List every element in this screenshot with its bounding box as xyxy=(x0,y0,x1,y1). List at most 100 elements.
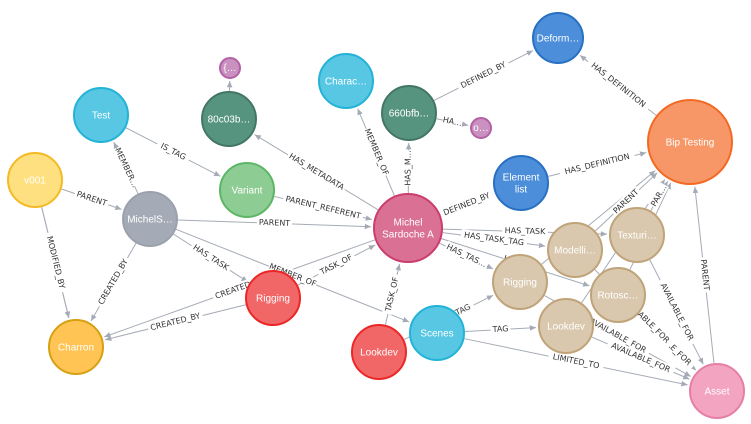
node-circle[interactable] xyxy=(547,222,603,278)
node-variant-variant[interactable]: Variant xyxy=(219,162,275,218)
edge-label-background xyxy=(490,323,511,335)
node-scenes-category[interactable]: Scenes xyxy=(409,305,465,361)
edge-label-text: CREATED_BY xyxy=(96,257,129,306)
node-bip-testing-project[interactable]: Bip Testing xyxy=(647,99,733,185)
node-circle[interactable] xyxy=(689,363,745,419)
edge-label-background xyxy=(189,240,234,274)
node-label: Rigging xyxy=(503,278,537,289)
node-test-category[interactable]: Test xyxy=(73,87,129,143)
node-michels-user[interactable]: MichelS… xyxy=(122,191,178,247)
node-rotosc-task[interactable]: Rotosc… xyxy=(590,267,646,323)
node-label: list xyxy=(515,185,527,196)
edge-label-background xyxy=(402,150,413,186)
node-circle[interactable] xyxy=(318,53,374,109)
edge-label-background xyxy=(502,224,548,237)
edge-label-background xyxy=(441,114,464,128)
node-circle[interactable] xyxy=(219,162,275,218)
edge-label-background xyxy=(698,256,713,293)
node-80c03b-metadata[interactable]: 80c03b… xyxy=(201,91,257,147)
edge-label-e10: MEMBER… xyxy=(113,146,140,189)
edge-label-background xyxy=(362,126,392,178)
node-charron-user[interactable]: Charron xyxy=(48,319,104,375)
node-o-tag[interactable]: o… xyxy=(470,117,492,139)
edge-label-text: PARENT xyxy=(259,218,291,228)
node-circle[interactable] xyxy=(48,319,104,375)
edge-label-background xyxy=(558,149,636,178)
node-circle[interactable] xyxy=(381,85,437,141)
edge-label-e9: HAS_DEFINITION xyxy=(558,149,636,178)
edge-label-e5: HAS_METADATA xyxy=(285,149,348,193)
node-label: Modelli… xyxy=(554,246,596,257)
node-660bfb-metadata[interactable]: 660bfb… xyxy=(381,85,437,141)
node-circle[interactable] xyxy=(122,191,178,247)
node-circle[interactable] xyxy=(373,193,443,263)
node-asset-category[interactable]: Asset xyxy=(689,363,745,419)
edge-label-text: HAS_TASK xyxy=(191,243,231,273)
node-circle[interactable] xyxy=(201,91,257,147)
node-label: Scenes xyxy=(420,329,453,340)
edge-label-background xyxy=(73,187,111,209)
node-label: 660bfb… xyxy=(389,109,430,120)
node-circle[interactable] xyxy=(7,152,63,208)
edge-label-e39: LIMITED_TO xyxy=(547,350,605,372)
node-label: Rotosc… xyxy=(597,291,638,302)
node-label: Lookdev xyxy=(360,348,398,359)
edge-label-background xyxy=(382,273,401,315)
node-lookdev-step[interactable]: Lookdev xyxy=(351,324,407,380)
node-label: Charac… xyxy=(325,77,367,88)
edge-label-text: HAS_DEFINITION xyxy=(589,61,647,109)
edge-label-text: HAS_TASK xyxy=(505,226,547,236)
edge-label-text: HAS_M… xyxy=(403,150,412,186)
edge-label-text: PARENT xyxy=(75,189,108,208)
node-v001-version[interactable]: v001 xyxy=(7,152,63,208)
node-rigging-step[interactable]: Rigging xyxy=(245,270,301,326)
node-label: Test xyxy=(92,111,111,122)
node-label: Bip Testing xyxy=(666,138,715,149)
edge-label-e23: HAS_TAS… xyxy=(443,240,490,270)
edge-label-text: HAS_METADATA xyxy=(287,152,346,193)
edge-label-text: CREATED_BY xyxy=(149,311,201,332)
node--tag[interactable]: {… xyxy=(219,57,241,79)
node-circle[interactable] xyxy=(219,57,241,79)
edge-label-background xyxy=(585,56,652,113)
node-circle[interactable] xyxy=(492,254,548,310)
edge-label-e6: HAS_M… xyxy=(402,150,413,186)
edge-label-e2: DEFINED_BY xyxy=(455,57,511,92)
node-lookdev-task[interactable]: Lookdev xyxy=(538,298,594,354)
edge-label-background xyxy=(44,231,69,294)
node-circle[interactable] xyxy=(532,12,584,64)
node-circle[interactable] xyxy=(470,117,492,139)
edge-label-background xyxy=(606,338,676,376)
edge-label-e7: MEMBER_OF xyxy=(362,126,392,178)
edge-label-e16: PARENT xyxy=(256,216,293,228)
edge-label-e20: TASK_OF xyxy=(315,250,357,278)
node-label: Asset xyxy=(704,387,729,398)
node-circle[interactable] xyxy=(73,87,129,143)
edge-label-background xyxy=(647,182,669,209)
node-label: o… xyxy=(473,123,489,134)
node-rigging-task[interactable]: Rigging xyxy=(492,254,548,310)
edge-label-text: MODIFIED_BY xyxy=(45,235,67,290)
node-circle[interactable] xyxy=(609,207,665,263)
edge-label-e11: IS_TAG xyxy=(155,138,192,164)
node-circle[interactable] xyxy=(351,324,407,380)
node-circle[interactable] xyxy=(538,298,594,354)
node-texturi-task[interactable]: Texturi… xyxy=(609,207,665,263)
node-circle[interactable] xyxy=(647,99,733,185)
edge-label-text: PARENT xyxy=(699,259,711,291)
node-circle[interactable] xyxy=(493,155,549,211)
node-label: v001 xyxy=(24,176,46,187)
edge-label-background xyxy=(256,216,293,228)
node-circle[interactable] xyxy=(245,270,301,326)
edge-label-e30: PAR… xyxy=(647,182,669,209)
node-label: Texturi… xyxy=(617,231,656,242)
node-circle[interactable] xyxy=(590,267,646,323)
node-charac-category[interactable]: Charac… xyxy=(318,53,374,109)
edge-label-background xyxy=(460,229,528,248)
node-deform-step[interactable]: Deform… xyxy=(532,12,584,64)
node-circle[interactable] xyxy=(409,305,465,361)
node-modelli-task[interactable]: Modelli… xyxy=(547,222,603,278)
